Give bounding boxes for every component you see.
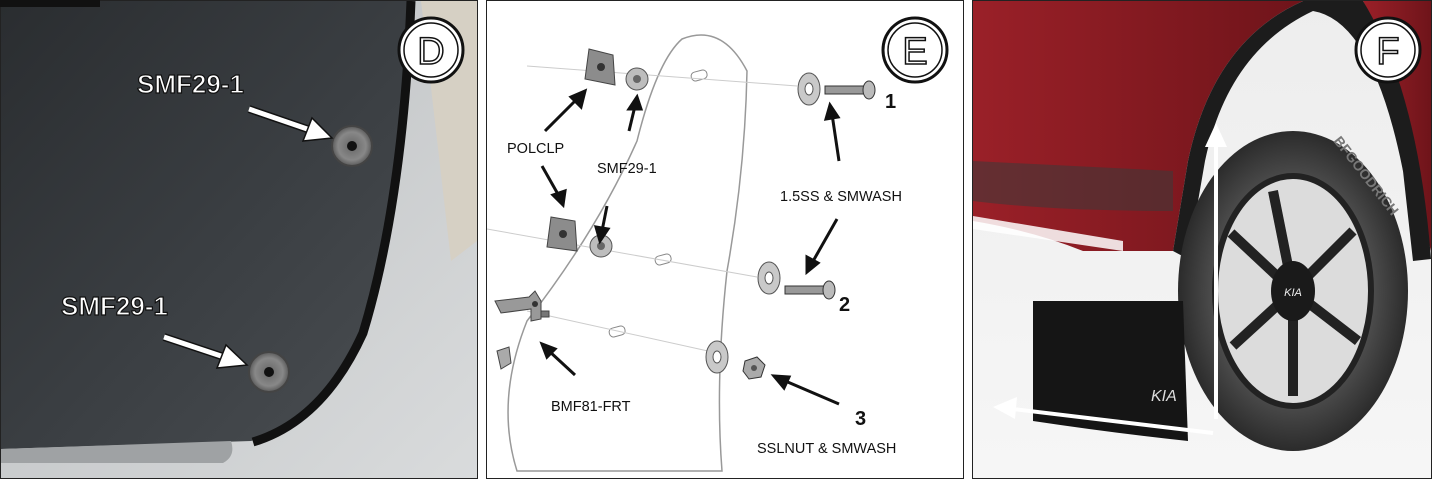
corner-mark [0,0,100,7]
nut-3 [742,356,766,380]
wheel-hub [1271,261,1315,321]
panel-d-photo: SMF29-1 SMF29-1 D [0,0,478,479]
guide-line-1 [526,65,798,87]
washer-1 [797,72,821,106]
guide-line-3 [526,310,718,354]
label-ss-smwash: 1.5SS & SMWASH [780,189,902,205]
badge-e: E [881,16,949,84]
hub-logo: KIA [1284,287,1302,299]
panel-d-illustration: SMF29-1 SMF29-1 D [1,1,477,478]
screw-1 [824,80,876,100]
flap-slot-1 [690,69,708,82]
arrow-up [1205,123,1227,419]
flap-surface [1,1,411,449]
upper-arrow [247,105,334,142]
screw-2 [784,280,836,300]
label-lower-smf29: SMF29-1 [61,291,168,321]
label-smf29: SMF29-1 [597,161,657,177]
washer-2 [757,261,781,295]
badge-e-letter: E [902,31,927,73]
lower-arrow [162,333,249,369]
step-3: 3 [855,408,866,430]
polclp-lower [546,216,578,252]
flap-slot-2 [654,253,672,266]
label-polclp: POLCLP [507,141,564,157]
badge-f-letter: F [1376,31,1399,73]
washer-3 [705,340,729,374]
panel-f-render: KIA BFGOODRICH KIA F [972,0,1432,479]
mudflap [1033,301,1188,441]
body-highlight [973,216,1123,251]
diagram-arrows [539,88,841,406]
badge-d: D [397,16,465,84]
lower-cladding [973,161,1173,211]
guide-line-2 [487,228,758,278]
wheel-arch [1173,1,1431,261]
arrow-left [993,397,1214,435]
panel-e-illustration: POLCLP SMF29-1 1.5SS & SMWASH BMF81-FRT … [487,16,949,472]
floor-shadow [1,441,233,463]
polclp-upper [584,48,616,86]
label-sslnut: SSLNUT & SMWASH [757,441,896,457]
smf29-upper [625,67,649,91]
bmf81-bracket [494,290,550,370]
smf29-lower [589,234,613,258]
upper-clip-hole [347,141,357,151]
flap-slot-3 [608,325,626,338]
label-bmf81: BMF81-FRT [551,399,631,415]
step-2: 2 [839,294,850,316]
mudflap-outline [507,34,748,472]
panel-f-illustration: KIA BFGOODRICH KIA F [973,1,1431,478]
badge-d-letter: D [417,31,444,73]
label-upper-smf29: SMF29-1 [137,69,244,99]
flap-edge [251,1,416,447]
badge-f: F [1354,16,1422,84]
panel-e-diagram: POLCLP SMF29-1 1.5SS & SMWASH BMF81-FRT … [486,0,964,479]
mudflap-logo: KIA [1151,388,1177,405]
lower-clip-hole [264,367,274,377]
step-1: 1 [885,91,896,113]
